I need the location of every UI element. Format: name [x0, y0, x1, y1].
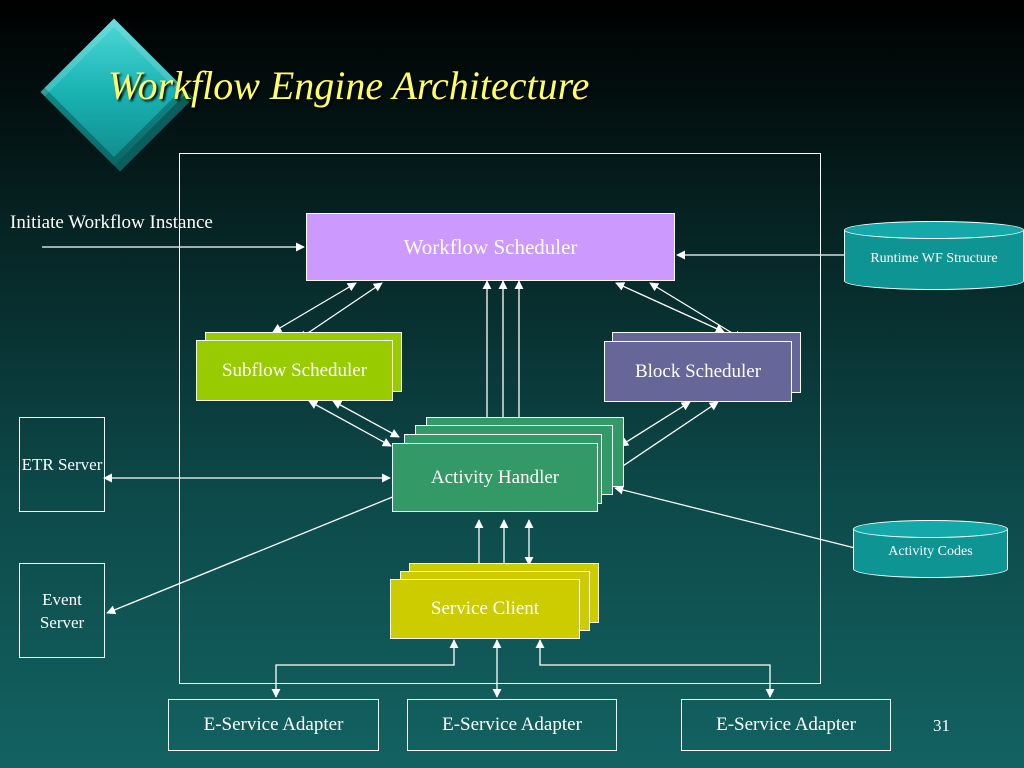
activity-handler-box: Activity Handler — [392, 443, 598, 512]
workflow-scheduler-box: Workflow Scheduler — [306, 213, 675, 281]
block-scheduler-label: Block Scheduler — [634, 360, 762, 382]
arrow-client-adapter-3 — [535, 639, 775, 698]
runtime-wf-structure-store: Runtime WF Structure — [844, 221, 1024, 290]
e-service-adapter-label: E-Service Adapter — [442, 714, 582, 735]
arrow-block-activity-2 — [607, 401, 719, 477]
arrow-block-activity-1 — [619, 401, 691, 447]
service-client-label: Service Client — [430, 598, 540, 619]
subflow-scheduler-box: Subflow Scheduler — [196, 340, 393, 401]
arrow-subflow-activity-1 — [308, 400, 392, 447]
arrow-scheduler-subflow-2 — [298, 282, 383, 340]
workflow-scheduler-label: Workflow Scheduler — [403, 234, 578, 259]
arrow-scheduler-block-1 — [615, 282, 725, 333]
e-service-adapter-label: E-Service Adapter — [203, 714, 344, 735]
e-service-adapter-label: E-Service Adapter — [716, 714, 856, 735]
arrow-client-adapter-1 — [271, 639, 459, 698]
block-scheduler-box: Block Scheduler — [604, 341, 792, 402]
arrow-scheduler-block-2 — [649, 282, 743, 340]
activity-codes-label: Activity Codes — [888, 544, 973, 560]
e-service-adapter-3: E-Service Adapter — [681, 699, 891, 751]
service-client-box: Service Client — [390, 579, 580, 639]
slide-title: Workflow Engine Architecture — [108, 63, 590, 108]
activity-codes-store: Activity Codes — [853, 520, 1008, 578]
initiate-workflow-caption: Initiate Workflow Instance — [10, 212, 213, 233]
event-server-label: Event Server — [39, 589, 85, 632]
etr-server-box: ETR Server — [19, 417, 105, 512]
event-server-box: Event Server — [19, 563, 105, 658]
page-number: 31 — [933, 716, 950, 735]
runtime-wf-structure-label: Runtime WF Structure — [870, 250, 998, 266]
e-service-adapter-1: E-Service Adapter — [168, 699, 379, 751]
activity-handler-label: Activity Handler — [430, 466, 560, 488]
subflow-scheduler-label: Subflow Scheduler — [221, 359, 368, 381]
arrow-codes-activity — [614, 485, 856, 549]
arrow-scheduler-subflow-1 — [272, 282, 357, 333]
arrow-subflow-activity-2 — [332, 400, 400, 438]
e-service-adapter-2: E-Service Adapter — [407, 699, 617, 751]
arrow-activity-event — [106, 495, 396, 615]
etr-server-label: ETR Server — [21, 455, 103, 474]
